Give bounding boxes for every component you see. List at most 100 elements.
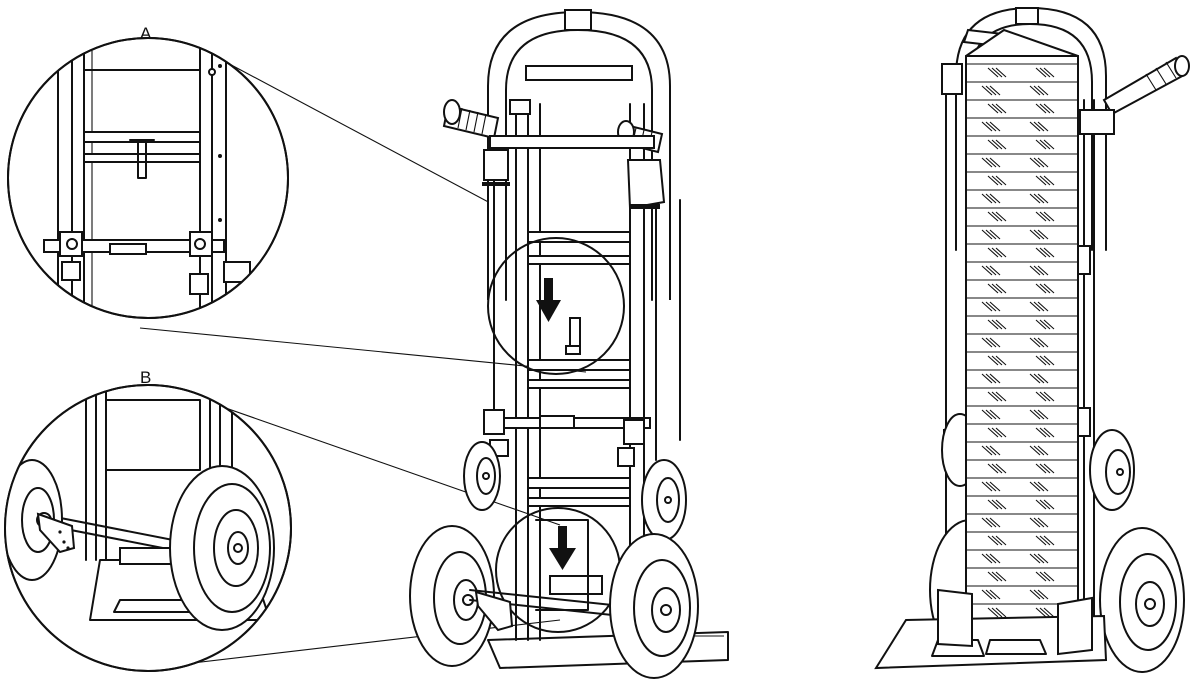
- left-grip: [442, 99, 500, 140]
- box-shade-hatch: [1039, 211, 1051, 222]
- box-shade-hatch: [985, 121, 997, 132]
- box-shade-hatch: [987, 355, 999, 366]
- box-shade-hatch: [1029, 85, 1041, 96]
- box-shade-hatch: [995, 499, 1007, 510]
- box-shade-hatch: [989, 265, 1001, 276]
- box-shade-hatch: [1033, 481, 1045, 492]
- box-shade-hatch: [987, 499, 999, 510]
- box-shade-hatch: [989, 121, 1001, 132]
- box-shade-hatch: [1039, 427, 1051, 438]
- box-shade-hatch: [1029, 553, 1041, 564]
- box-shade-hatch: [987, 211, 999, 222]
- box-shade-hatch: [1043, 139, 1055, 150]
- box-shade-hatch: [1033, 193, 1045, 204]
- box-shade-hatch: [991, 463, 1003, 474]
- box-shade-hatch: [985, 445, 997, 456]
- box-shade-hatch: [1035, 499, 1047, 510]
- box-shade-hatch: [1043, 175, 1055, 186]
- box-shade-hatch: [1043, 67, 1055, 78]
- box-shade-hatch: [989, 481, 1001, 492]
- box-shade-hatch: [991, 607, 1003, 618]
- box-shade-hatch: [991, 319, 1003, 330]
- box-shade-hatch: [1043, 355, 1055, 366]
- box-shade-hatch: [985, 157, 997, 168]
- box-shade-hatch: [995, 535, 1007, 546]
- box-shade-hatch: [1043, 283, 1055, 294]
- box-shade-hatch: [989, 157, 1001, 168]
- box-shade-hatch: [1029, 517, 1041, 528]
- box-shade-hatch: [981, 265, 993, 276]
- box-shade-hatch: [989, 373, 1001, 384]
- box-shade-hatch: [981, 373, 993, 384]
- box-shade-hatch: [981, 409, 993, 420]
- box-shade-hatch: [995, 427, 1007, 438]
- box-shade-hatch: [995, 211, 1007, 222]
- box-shade-hatch: [1039, 247, 1051, 258]
- box-shade-hatch: [1035, 175, 1047, 186]
- box-shade-hatch: [1035, 571, 1047, 582]
- box-shade-hatch: [987, 175, 999, 186]
- leader-lines: [139, 59, 587, 669]
- hand-truck-loaded: [874, 7, 1190, 673]
- box-shade-hatch: [985, 265, 997, 276]
- box-shade-hatch: [1043, 211, 1055, 222]
- box-shade-hatch: [991, 571, 1003, 582]
- box-shade-hatch: [991, 139, 1003, 150]
- box-shade-hatch: [1039, 607, 1051, 618]
- box-shade-hatch: [1029, 301, 1041, 312]
- box-shade-hatch: [1037, 337, 1049, 348]
- box-shade-hatch: [981, 337, 993, 348]
- box-shade-hatch: [981, 85, 993, 96]
- box-shade-hatch: [1033, 445, 1045, 456]
- box-shade-hatch: [987, 607, 999, 618]
- box-shade-hatch: [987, 463, 999, 474]
- box-shade-hatch: [995, 139, 1007, 150]
- box-shade-hatch: [1029, 409, 1041, 420]
- box-shade-hatch: [1043, 463, 1055, 474]
- box-shade-hatch: [985, 481, 997, 492]
- box-shade-hatch: [1037, 229, 1049, 240]
- box-shade-hatch: [981, 445, 993, 456]
- box-shade-hatch: [1033, 337, 1045, 348]
- box-shade-hatch: [991, 67, 1003, 78]
- box-shade-hatch: [981, 589, 993, 600]
- box-shade-hatch: [1033, 157, 1045, 168]
- box-shade-hatch: [995, 67, 1007, 78]
- box-stack-load: [965, 28, 1079, 625]
- box-shade-hatch: [1035, 535, 1047, 546]
- box-shade-hatch: [985, 517, 997, 528]
- box-shade-hatch: [1037, 193, 1049, 204]
- box-shade-hatch: [1037, 553, 1049, 564]
- box-shade-hatch: [1039, 355, 1051, 366]
- box-shade-hatch: [1039, 463, 1051, 474]
- box-shade-hatch: [1043, 103, 1055, 114]
- right-big-wheel: [1099, 527, 1185, 673]
- box-shade-hatch: [1039, 139, 1051, 150]
- box-shade-hatch: [987, 319, 999, 330]
- box-shade-hatch: [1035, 247, 1047, 258]
- box-shade-hatch: [1037, 517, 1049, 528]
- box-shade-hatch: [989, 193, 1001, 204]
- box-shade-hatch: [1037, 301, 1049, 312]
- box-shade-hatch: [1037, 157, 1049, 168]
- box-shade-hatch: [989, 337, 1001, 348]
- box-shade-hatch: [1035, 463, 1047, 474]
- box-shade-hatch: [987, 571, 999, 582]
- box-shade-hatch: [981, 193, 993, 204]
- box-shade-hatch: [1035, 283, 1047, 294]
- box-shade-hatch: [987, 283, 999, 294]
- box-shade-hatch: [987, 139, 999, 150]
- box-shade-hatch: [995, 247, 1007, 258]
- box-shade-hatch: [989, 301, 1001, 312]
- box-shade-hatch: [1043, 427, 1055, 438]
- box-shade-hatch: [1043, 247, 1055, 258]
- box-shade-hatch: [981, 157, 993, 168]
- box-shade-hatch: [995, 391, 1007, 402]
- box-shade-hatch: [1035, 211, 1047, 222]
- left-caster-wheel: [463, 441, 501, 511]
- box-shade-hatch: [1029, 265, 1041, 276]
- box-shade-hatch: [1035, 319, 1047, 330]
- box-shade-hatch: [1033, 373, 1045, 384]
- box-shade-hatch: [989, 85, 1001, 96]
